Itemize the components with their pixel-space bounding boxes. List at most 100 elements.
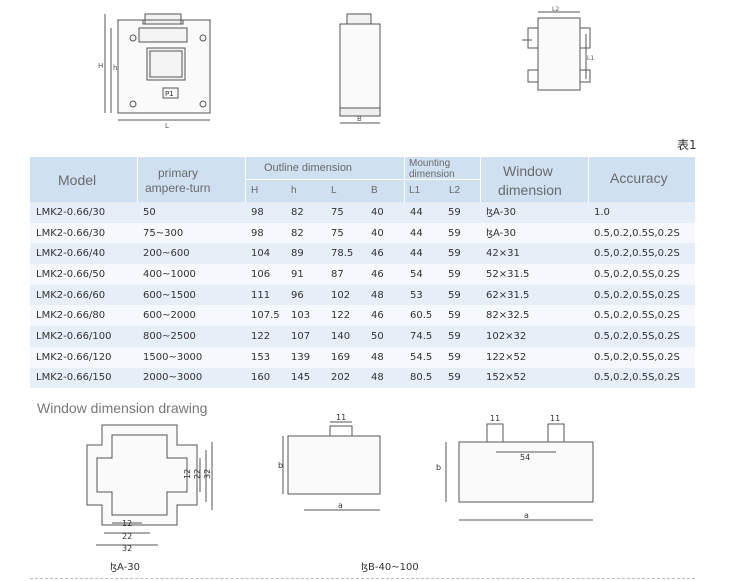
front-H-label: H bbox=[98, 62, 103, 70]
cell-L: 140 bbox=[325, 326, 365, 347]
cell-H: 98 bbox=[245, 222, 285, 244]
cell-h: 103 bbox=[285, 305, 325, 327]
cell-H: 106 bbox=[245, 264, 285, 285]
cell-model: LMK2-0.66/50 bbox=[30, 264, 137, 285]
fig2-dim-b: b bbox=[278, 461, 283, 470]
cell-L1: 54.5 bbox=[404, 346, 442, 368]
cell-L2: 59 bbox=[442, 346, 480, 368]
cell-L: 122 bbox=[325, 305, 365, 327]
cell-L1: 80.5 bbox=[404, 367, 442, 389]
cell-L1: 44 bbox=[404, 243, 442, 265]
fig3-dim-a: a bbox=[524, 511, 529, 520]
cell-B: 40 bbox=[365, 202, 404, 223]
cell-h: 107 bbox=[285, 326, 325, 347]
top-L1-label: L1 bbox=[587, 55, 594, 62]
cell-accuracy: 0.5,0.2,0.5S,0.2S bbox=[588, 222, 695, 244]
cell-L2: 59 bbox=[442, 264, 480, 285]
fig2-dim-a: a bbox=[338, 501, 343, 510]
top-view-drawing: L2 L1 bbox=[522, 6, 594, 91]
cell-model: LMK2-0.66/120 bbox=[30, 346, 137, 368]
cell-h: 96 bbox=[285, 284, 325, 306]
cell-accuracy: 0.5,0.2,0.5S,0.2S bbox=[588, 326, 695, 347]
cell-h: 82 bbox=[285, 202, 325, 223]
cell-B: 50 bbox=[365, 326, 404, 347]
header-sub-L1: L1 bbox=[409, 185, 421, 196]
cell-accuracy: 0.5,0.2,0.5S,0.2S bbox=[588, 284, 695, 306]
front-view-drawing: H h L P1 bbox=[98, 13, 211, 130]
header-mounting-line1: Mounting bbox=[409, 158, 451, 169]
cell-accuracy: 0.5,0.2,0.5S,0.2S bbox=[588, 243, 695, 265]
header-model: Model bbox=[58, 172, 97, 188]
header-outline: Outline dimension bbox=[264, 162, 353, 174]
bottom-divider bbox=[30, 578, 695, 579]
cell-window: 102×32 bbox=[480, 326, 588, 347]
fig3-dim-11-right: 11 bbox=[550, 414, 560, 423]
cell-L: 78.5 bbox=[325, 243, 365, 265]
cell-L2: 59 bbox=[442, 284, 480, 306]
cell-H: 153 bbox=[245, 346, 285, 368]
fig1-dim-12-vertical: 12 bbox=[183, 469, 192, 479]
cell-primary: 600~1500 bbox=[137, 284, 245, 306]
cell-primary: 2000~3000 bbox=[137, 367, 245, 389]
cell-window: ɮA-30 bbox=[480, 202, 588, 223]
header-sub-B: B bbox=[371, 185, 378, 196]
cell-H: 107.5 bbox=[245, 305, 285, 327]
cell-L1: 60.5 bbox=[404, 305, 442, 327]
cell-L2: 59 bbox=[442, 305, 480, 327]
cell-window: 52×31.5 bbox=[480, 264, 588, 285]
cell-primary: 75~300 bbox=[137, 222, 245, 244]
cell-window: 122×52 bbox=[480, 346, 588, 368]
cell-model: LMK2-0.66/150 bbox=[30, 367, 137, 389]
header-sub-L: L bbox=[331, 185, 337, 196]
cell-H: 104 bbox=[245, 243, 285, 265]
cell-L2: 59 bbox=[442, 243, 480, 265]
cell-model: LMK2-0.66/80 bbox=[30, 305, 137, 327]
cell-h: 82 bbox=[285, 222, 325, 244]
side-B-label: B bbox=[357, 115, 362, 123]
cell-L2: 59 bbox=[442, 326, 480, 347]
cell-primary: 1500~3000 bbox=[137, 346, 245, 368]
cell-accuracy: 0.5,0.2,0.5S,0.2S bbox=[588, 367, 695, 389]
cell-L2: 59 bbox=[442, 367, 480, 389]
header-sub-h: h bbox=[291, 185, 297, 196]
cell-H: 122 bbox=[245, 326, 285, 347]
cell-L: 87 bbox=[325, 264, 365, 285]
cell-window: 82×32.5 bbox=[480, 305, 588, 327]
cell-window: 62×31.5 bbox=[480, 284, 588, 306]
fig2-fig3-caption: ɮB-40~100 bbox=[361, 562, 419, 573]
fig1-dim-22-horizontal: 22 bbox=[122, 532, 132, 541]
fig3-dim-54: 54 bbox=[520, 453, 530, 462]
cell-L: 169 bbox=[325, 346, 365, 368]
cell-primary: 50 bbox=[137, 202, 245, 223]
cell-L1: 44 bbox=[404, 222, 442, 244]
cell-L: 102 bbox=[325, 284, 365, 306]
fig1-dim-32-vertical: 32 bbox=[203, 469, 212, 479]
cell-L2: 59 bbox=[442, 202, 480, 223]
cell-accuracy: 1.0 bbox=[588, 202, 695, 223]
cell-primary: 400~1000 bbox=[137, 264, 245, 285]
header-accuracy: Accuracy bbox=[610, 170, 668, 186]
cell-H: 111 bbox=[245, 284, 285, 306]
cell-B: 46 bbox=[365, 264, 404, 285]
fig1-dim-32-horizontal: 32 bbox=[122, 544, 132, 553]
cell-primary: 200~600 bbox=[137, 243, 245, 265]
cell-L1: 74.5 bbox=[404, 326, 442, 347]
cell-B: 48 bbox=[365, 367, 404, 389]
header-window-line1: Window bbox=[503, 163, 553, 179]
cell-B: 40 bbox=[365, 222, 404, 244]
front-L-label: L bbox=[165, 122, 169, 130]
cell-B: 48 bbox=[365, 284, 404, 306]
window-fig3-drawing: 11 11 54 b a bbox=[436, 414, 594, 521]
header-primary-line2: ampere-turn bbox=[145, 181, 211, 195]
table-header: Model primary ampere-turn Outline dimens… bbox=[30, 157, 695, 202]
sheet-label: 表1 bbox=[677, 138, 697, 152]
header-sub-H: H bbox=[251, 185, 259, 196]
